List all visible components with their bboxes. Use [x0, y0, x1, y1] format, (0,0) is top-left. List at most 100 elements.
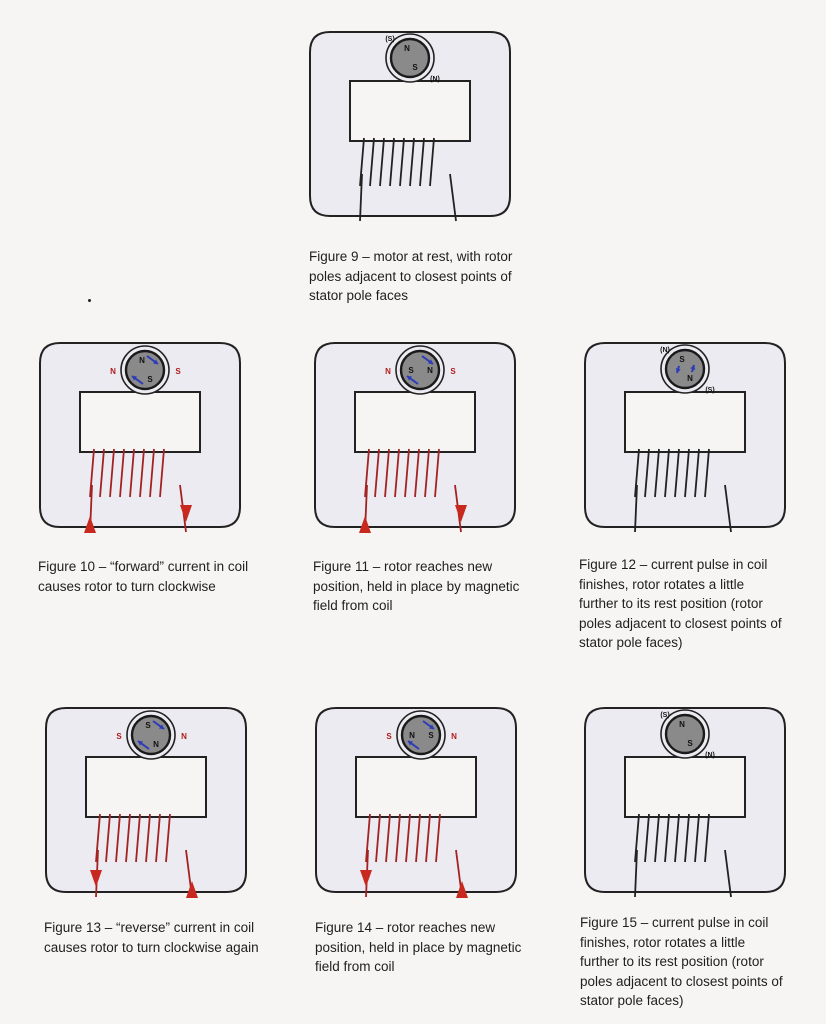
coil-winding [385, 813, 391, 863]
stator-pole-label-right: S [450, 367, 456, 376]
coil-winding [654, 813, 660, 863]
figure-11-caption: Figure 11 – rotor reaches new position, … [313, 559, 520, 613]
rotor-pole-label-top: S [679, 355, 685, 364]
coil-winding [374, 448, 380, 498]
rotor [664, 713, 706, 755]
coil-winding [674, 448, 680, 498]
rotation-arrowhead-icon [675, 368, 681, 373]
stator-core [39, 342, 241, 528]
coil-winding [684, 813, 690, 863]
current-arrow-up-icon [84, 516, 96, 533]
coil-winding [145, 813, 151, 863]
rotation-arrowhead-icon [138, 741, 143, 746]
stator-core [315, 707, 517, 893]
coil-winding [369, 137, 375, 187]
coil-winding [419, 137, 425, 187]
figure-15-diagram: NS(S)(N) [584, 707, 786, 898]
coil-winding [105, 813, 111, 863]
rotor-pole-label-bottom: N [687, 374, 693, 383]
coil-winding [159, 448, 165, 498]
rest-pole-label-top: (N) [660, 347, 670, 354]
coil-winding [435, 813, 441, 863]
rotor-pole-label-top: N [139, 356, 145, 365]
coil-winding [394, 448, 400, 498]
coil-winding [404, 448, 410, 498]
coil-winding [399, 137, 405, 187]
rest-pole-label-bottom: (N) [705, 752, 715, 759]
stator-pole-label-left: S [116, 732, 122, 741]
stator-pole-label-right: S [175, 367, 181, 376]
rest-pole-label-top: (S) [385, 36, 394, 43]
coil-winding [125, 813, 131, 863]
rotation-arrowhead-icon [690, 365, 696, 370]
rotation-arrowhead-icon [159, 724, 164, 729]
coil-winding [379, 137, 385, 187]
rotor-pole-label-bottom: S [412, 63, 418, 72]
coil-winding [375, 813, 381, 863]
coil-winding [414, 448, 420, 498]
coil-lead-right [724, 484, 732, 533]
coil-winding [115, 813, 121, 863]
rotor [389, 37, 431, 79]
coil-winding [415, 813, 421, 863]
stator-pole-label-right: N [451, 732, 457, 741]
rotor [664, 348, 706, 390]
coil-winding [425, 813, 431, 863]
coil-winding [359, 137, 365, 187]
rotor-pole-label-left: S [408, 366, 414, 375]
rotation-arrowhead-icon [132, 376, 137, 381]
rest-pole-label-top: (S) [660, 712, 669, 719]
current-arrow-down-icon [180, 505, 192, 522]
rotor [130, 714, 172, 756]
coil-winding [694, 448, 700, 498]
coil-winding [664, 813, 670, 863]
coil-winding [395, 813, 401, 863]
figure-9-diagram: NS(S)(N) [309, 31, 511, 222]
stator-core [309, 31, 511, 217]
coil-winding [135, 813, 141, 863]
current-arrow-down-icon [360, 870, 372, 887]
coil-winding [704, 448, 710, 498]
coil-winding [434, 448, 440, 498]
coil-winding [424, 448, 430, 498]
stator-pole-label-left: S [386, 732, 392, 741]
stator-core [584, 707, 786, 893]
coil-lead-left [359, 173, 363, 222]
rotor-pole-label-right: S [428, 731, 434, 740]
coil-winding [95, 813, 101, 863]
rotation-arrowhead-icon [153, 359, 158, 364]
coil-winding [384, 448, 390, 498]
coil-winding [674, 813, 680, 863]
rotor-pole-label-bottom: N [153, 740, 159, 749]
coil-lead-right [724, 849, 732, 898]
coil-winding [694, 813, 700, 863]
current-arrow-up-icon [359, 516, 371, 533]
coil-winding [654, 448, 660, 498]
rotation-arrowhead-icon [429, 724, 434, 729]
coil-winding [129, 448, 135, 498]
printed-dot [88, 299, 91, 302]
figure-9-caption: Figure 9 – motor at rest, with rotor pol… [309, 249, 513, 303]
stator-pole-label-right: N [181, 732, 187, 741]
coil-winding [704, 813, 710, 863]
figure-10-caption: Figure 10 – “forward” current in coil ca… [38, 559, 249, 594]
coil-winding [634, 448, 640, 498]
stator-pole-label-left: N [110, 367, 116, 376]
coil-winding [405, 813, 411, 863]
coil-winding [139, 448, 145, 498]
rotation-arrowhead-icon [408, 741, 413, 746]
coil-winding [365, 813, 371, 863]
coil-winding [89, 448, 95, 498]
coil-winding [664, 448, 670, 498]
coil-winding [149, 448, 155, 498]
stator-pole-label-left: N [385, 367, 391, 376]
figure-12-caption: Figure 12 – current pulse in coil finish… [579, 557, 782, 650]
coil-winding [389, 137, 395, 187]
rotor [400, 714, 442, 756]
stator-core [314, 342, 516, 528]
rotor [399, 349, 441, 391]
rotor-pole-label-top: N [404, 44, 410, 53]
